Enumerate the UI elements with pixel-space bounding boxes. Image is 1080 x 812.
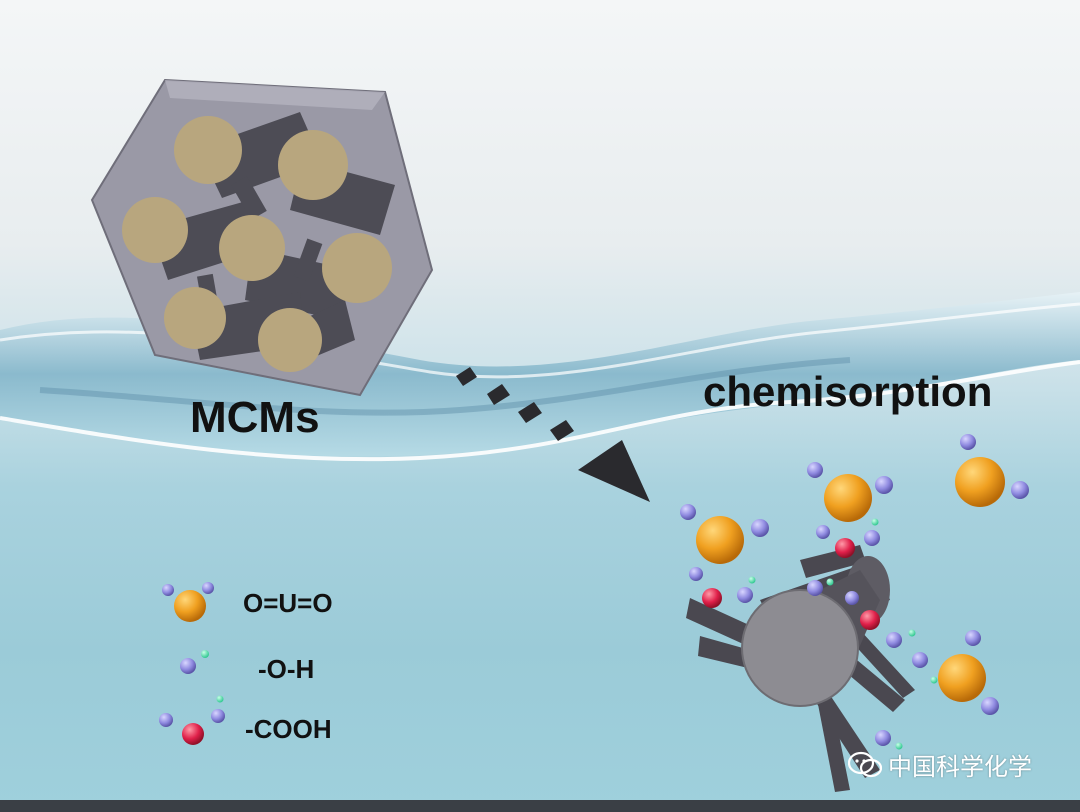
mcm-label: MCMs: [190, 393, 320, 442]
mcm-particle: [90, 78, 434, 397]
legend-label-hydroxyl: -O-H: [258, 654, 315, 684]
legend-symbol-uranyl: [162, 582, 214, 622]
uranyl-molecules: [680, 434, 1029, 715]
wechat-icon: [848, 751, 882, 777]
legend-label-uranyl: O=U=O: [243, 588, 333, 618]
surface-groups: [689, 518, 938, 750]
chemisorption-label: chemisorption: [703, 368, 993, 415]
watermark-text: 中国科学化学: [888, 753, 1032, 781]
legend-symbol-carboxyl: [159, 695, 225, 745]
legend-label-carboxyl: -COOH: [245, 714, 332, 744]
legend-symbol-hydroxyl: [180, 650, 209, 674]
watermark: 中国科学化学: [848, 747, 1032, 782]
process-arrow: [456, 367, 650, 502]
bottom-border: [0, 800, 1080, 812]
